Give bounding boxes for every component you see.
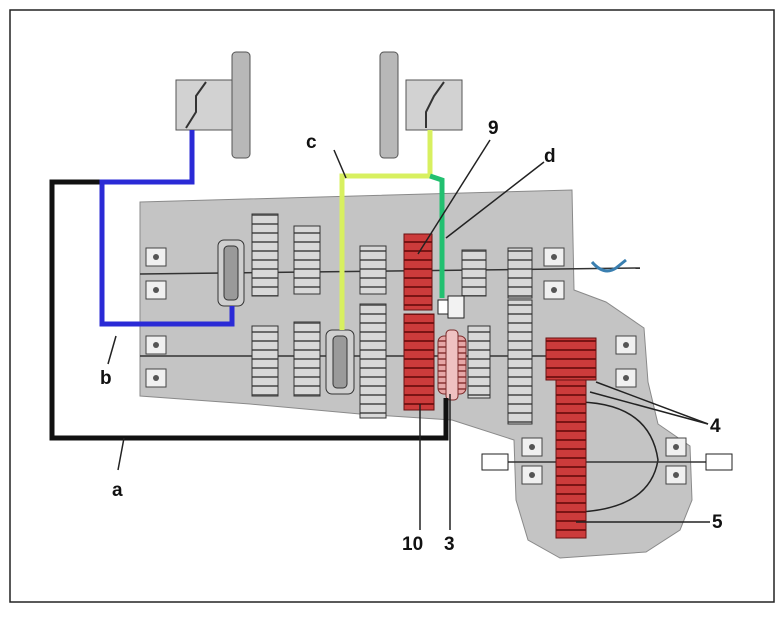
differential-dome bbox=[579, 401, 659, 513]
shift-fork-left bbox=[175, 51, 251, 159]
gear-10 bbox=[403, 313, 435, 411]
gear-5 bbox=[555, 379, 587, 539]
line-b bbox=[99, 130, 235, 327]
axle-flange-left bbox=[481, 453, 509, 471]
label-4: 4 bbox=[710, 416, 721, 437]
line-a bbox=[49, 179, 449, 441]
label-b: b bbox=[100, 368, 112, 389]
shift-fork-right bbox=[379, 51, 463, 159]
label-a: a bbox=[112, 480, 123, 501]
axle-flange-right bbox=[705, 453, 733, 471]
label-10: 10 bbox=[402, 534, 423, 555]
leader-lines bbox=[107, 139, 710, 530]
label-9: 9 bbox=[488, 118, 499, 139]
gear-3 bbox=[437, 329, 467, 401]
bearing-cap-dots bbox=[153, 254, 679, 478]
line-c bbox=[339, 130, 433, 330]
synchro-sleeve-lower bbox=[325, 329, 355, 395]
label-d: d bbox=[544, 146, 556, 167]
label-c: c bbox=[306, 132, 317, 153]
line-d bbox=[429, 173, 445, 298]
gear-stack bbox=[251, 213, 533, 425]
label-3: 3 bbox=[444, 534, 455, 555]
reverse-idler-pin bbox=[437, 299, 449, 315]
reverse-idler bbox=[447, 295, 465, 319]
gear-4 bbox=[545, 337, 597, 381]
label-5: 5 bbox=[712, 512, 723, 533]
shaft-clip-icon bbox=[590, 258, 627, 273]
gear-9 bbox=[403, 233, 433, 311]
synchro-sleeve-upper bbox=[217, 239, 245, 307]
